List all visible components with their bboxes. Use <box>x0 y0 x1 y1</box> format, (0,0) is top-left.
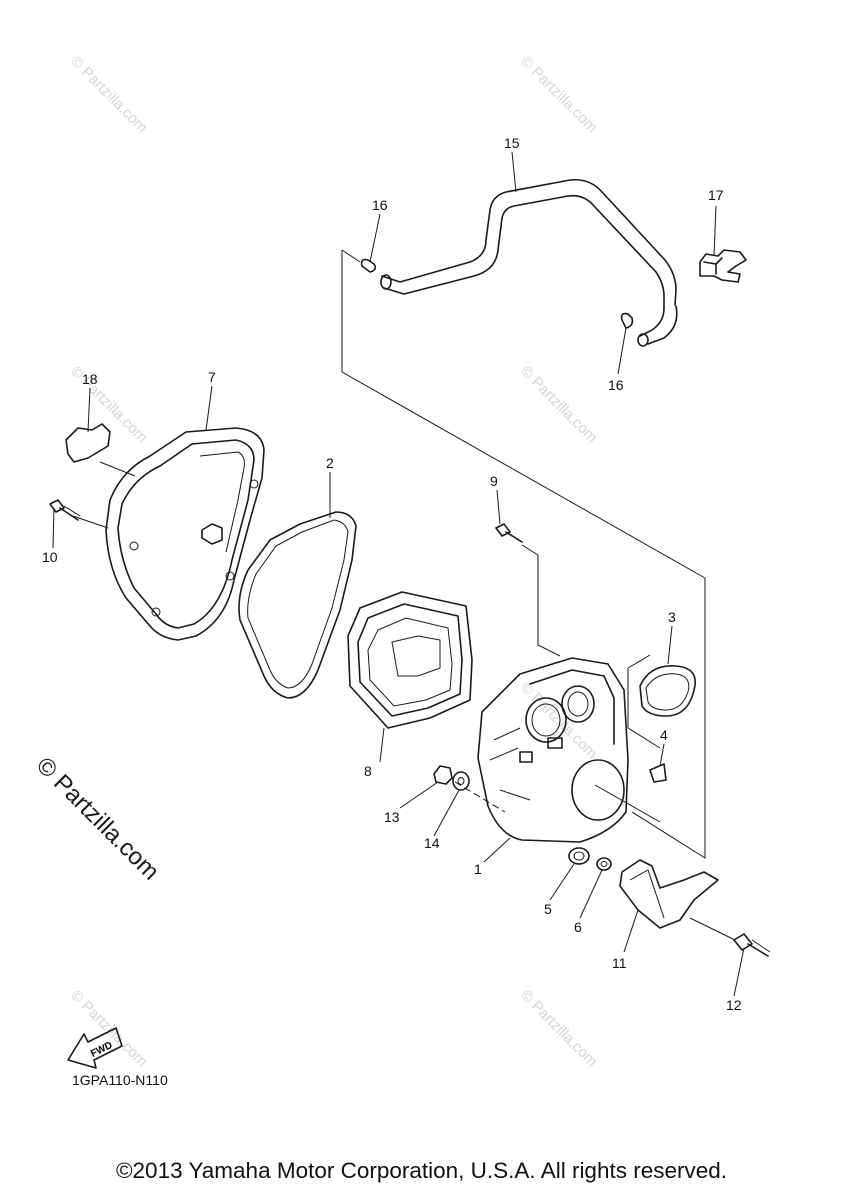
watermark-small: © Partzilla.com <box>67 987 150 1070</box>
case-part-1 <box>477 657 629 843</box>
leader-lines <box>52 151 745 997</box>
collar-part-5 <box>568 847 590 865</box>
callout-6: 6 <box>574 919 582 935</box>
callout-5: 5 <box>544 901 552 917</box>
bracket-part-4 <box>649 763 667 783</box>
callout-14: 14 <box>424 835 440 851</box>
watermark-small: © Partzilla.com <box>517 679 600 762</box>
screw-part-9 <box>495 523 523 543</box>
seal-part-3-inner <box>645 673 690 711</box>
clip-part-16 <box>360 258 634 329</box>
clamp-part-17 <box>699 249 747 283</box>
bracket-part-11 <box>619 859 719 929</box>
callout-1: 1 <box>474 861 482 877</box>
callout-8: 8 <box>364 763 372 779</box>
copyright-notice: ©2013 Yamaha Motor Corporation, U.S.A. A… <box>115 1158 728 1183</box>
callout-10: 10 <box>42 549 58 565</box>
diagram-part-code: 1GPA110-N110 <box>72 1072 168 1088</box>
callout-16-bottom: 16 <box>608 377 624 393</box>
callout-12: 12 <box>726 997 742 1013</box>
callout-labels: 15 16 17 16 18 7 2 9 10 3 4 8 13 14 1 5 … <box>42 135 742 1013</box>
gasket-part-2 <box>238 511 357 699</box>
watermark-small: © Partzilla.com <box>67 53 150 136</box>
assembly-lines <box>72 249 736 941</box>
callout-15: 15 <box>504 135 520 151</box>
callout-18: 18 <box>82 371 98 387</box>
watermark-small: © Partzilla.com <box>517 363 600 446</box>
gasket-part-2-inner <box>247 519 349 689</box>
callout-9: 9 <box>490 473 498 489</box>
watermark-small: © Partzilla.com <box>517 53 600 136</box>
callout-3: 3 <box>668 609 676 625</box>
grommet-part-6 <box>596 857 612 871</box>
callout-7: 7 <box>208 369 216 385</box>
callout-2: 2 <box>326 455 334 471</box>
hose-part-15 <box>380 178 678 347</box>
callout-13: 13 <box>384 809 400 825</box>
watermark-small: © Partzilla.com <box>517 987 600 1070</box>
watermark-small: © Partzilla.com <box>67 363 150 446</box>
seal-part-3 <box>639 665 696 717</box>
label-part-18 <box>65 423 111 463</box>
bolt-part-12 <box>733 933 771 957</box>
callout-16-top: 16 <box>372 197 388 213</box>
nut-part-13 <box>433 765 453 785</box>
element-part-8 <box>347 591 473 729</box>
callout-4: 4 <box>660 727 668 743</box>
washer-part-14 <box>452 771 470 791</box>
callout-11: 11 <box>612 955 627 971</box>
callout-17: 17 <box>708 187 724 203</box>
cover-part-7 <box>105 427 265 641</box>
